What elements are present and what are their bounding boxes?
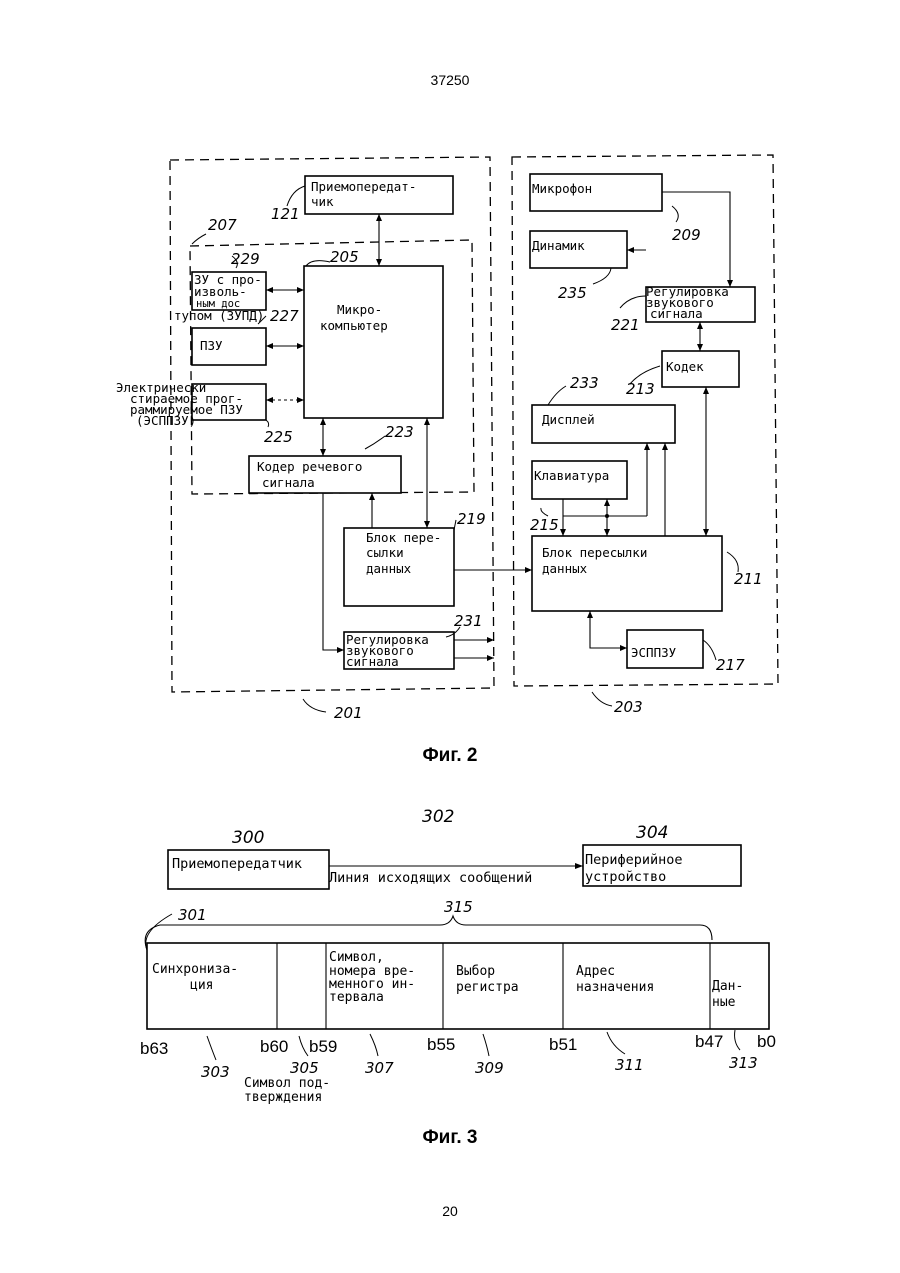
bit-b47: b47 (695, 1032, 723, 1051)
ref-215: 215 (530, 516, 559, 534)
ref-223: 223 (385, 423, 414, 441)
ref-213: 213 (626, 380, 655, 398)
codec-label: Кодек (666, 359, 704, 374)
speech-coder-label-1: Кодер речевого (257, 459, 362, 474)
microphone-label: Микрофон (532, 181, 592, 196)
ack-label-1: Символ под- (244, 1076, 330, 1091)
keyboard-label: Клавиатура (534, 468, 609, 483)
ref-221: 221 (611, 316, 640, 334)
transfer-left-label-3: данных (366, 561, 412, 576)
speaker-label: Динамик (532, 238, 585, 253)
field-address-2: назначения (576, 980, 654, 995)
transfer-left-label-1: Блок пере- (366, 530, 441, 545)
ref-301: 301 (178, 906, 207, 924)
ack-label-2: тверждения (244, 1090, 322, 1105)
ref-315: 315 (444, 898, 473, 916)
field-slot-1: Символ, (329, 950, 384, 965)
page-number: 20 (0, 1203, 900, 1219)
microcomputer-box (304, 266, 443, 418)
field-sync-1: Синхрониза- (152, 962, 238, 977)
ref-205: 205 (330, 248, 359, 266)
fig3-caption: Фиг. 3 (422, 1127, 477, 1148)
ref-229: 229 (231, 250, 260, 268)
transfer-left-label-2: сылки (366, 545, 404, 560)
fig2-caption: Фиг. 2 (422, 745, 477, 766)
field-register-1: Выбор (456, 964, 495, 979)
display-label: Дисплей (542, 412, 595, 427)
ref-211: 211 (734, 570, 763, 588)
ref-121: 121 (271, 205, 300, 223)
bit-b63: b63 (140, 1039, 168, 1058)
ref-219: 219 (457, 510, 486, 528)
field-sync-2: ция (190, 978, 213, 993)
ref-203: 203 (614, 698, 643, 716)
audio-right-label-3: сигнала (650, 306, 703, 321)
field-slot-4: тервала (329, 990, 384, 1005)
ref-313: 313 (729, 1054, 758, 1072)
eeprom-label-4: (ЭСППЗУ) (136, 413, 196, 428)
outgoing-line-arrow (575, 863, 583, 869)
ref-207: 207 (208, 216, 237, 234)
field-data-1: Дан- (712, 979, 743, 994)
fig2-diagram: Приемопередат- чик 121 Микро- компьютер … (116, 155, 778, 766)
ref-303: 303 (201, 1063, 230, 1081)
transceiver-label-1: Приемопередат- (311, 179, 416, 194)
eeprom-right-label: ЭСППЗУ (631, 645, 677, 660)
fig3-transceiver-label: Приемопередатчик (172, 856, 302, 872)
ref-231: 231 (454, 612, 483, 630)
ref-227: 227 (270, 307, 299, 325)
rom-label: ПЗУ (200, 338, 223, 353)
field-data-2: ные (712, 995, 736, 1010)
ref-235: 235 (558, 284, 587, 302)
bit-b51: b51 (549, 1035, 577, 1054)
field-address-1: Адрес (576, 964, 615, 979)
transfer-right-label-1: Блок пересылки (542, 545, 647, 560)
microcomputer-label-1: Микро- (337, 302, 382, 317)
ref-201: 201 (334, 704, 363, 722)
peripheral-label-2: устройство (585, 869, 666, 885)
fig3-diagram: Приемопередатчик 300 Линия исходящих соо… (140, 807, 776, 1148)
bit-b55: b55 (427, 1035, 455, 1054)
speech-coder-label-2: сигнала (262, 475, 315, 490)
bit-b60: b60 (260, 1037, 288, 1056)
bit-b59: b59 (309, 1037, 337, 1056)
transceiver-label-2: чик (311, 194, 334, 209)
audio-left-label-3: сигнала (346, 654, 399, 669)
ref-311: 311 (615, 1056, 644, 1074)
ref-300: 300 (232, 828, 264, 848)
transfer-right-label-2: данных (542, 561, 588, 576)
ref-305: 305 (290, 1059, 319, 1077)
outgoing-line-label: Линия исходящих сообщений (329, 870, 532, 886)
ref-209: 209 (672, 226, 701, 244)
group-201-outline (170, 157, 494, 692)
bit-b0: b0 (757, 1032, 776, 1051)
ram-label-4: тупом (ЗУПД) (174, 308, 264, 323)
ref-233: 233 (570, 374, 599, 392)
peripheral-label-1: Периферийное (585, 852, 683, 868)
ref-307: 307 (365, 1059, 394, 1077)
field-register-2: регистра (456, 980, 519, 995)
ref-225: 225 (264, 428, 293, 446)
ref-309: 309 (475, 1059, 504, 1077)
ref-304: 304 (636, 823, 668, 843)
microcomputer-label-2: компьютер (320, 318, 388, 333)
ref-217: 217 (716, 656, 745, 674)
ram-label-2: изволь- (194, 284, 247, 299)
ref-302: 302 (422, 807, 454, 827)
